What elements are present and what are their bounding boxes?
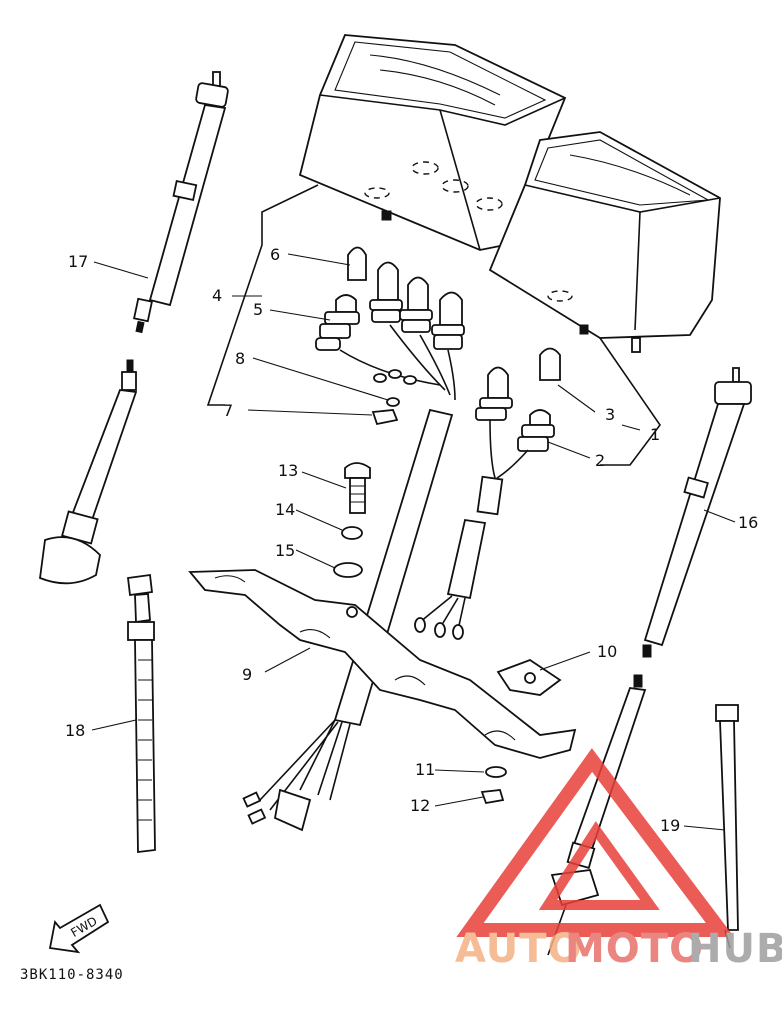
watermark-triangle bbox=[456, 748, 735, 937]
meter-cable-lower-left bbox=[39, 359, 138, 585]
callout-2: 2 bbox=[595, 451, 605, 470]
socket-4b bbox=[399, 276, 433, 333]
washer-8 bbox=[386, 397, 400, 407]
socket-2a bbox=[475, 366, 513, 421]
socket-4a bbox=[369, 261, 403, 323]
washer-15 bbox=[333, 562, 363, 578]
bulb-socket-group-right bbox=[414, 347, 561, 640]
socket-5 bbox=[315, 294, 360, 351]
assembly-brackets bbox=[206, 184, 661, 466]
callout-8: 8 bbox=[235, 349, 245, 368]
callout-4: 4 bbox=[212, 286, 222, 305]
tachometer-housing bbox=[488, 131, 721, 353]
callout-15: 15 bbox=[275, 541, 295, 560]
watermark-auto: AUTO bbox=[455, 926, 583, 972]
bulb-3 bbox=[539, 347, 561, 381]
bulb-6 bbox=[347, 246, 367, 281]
fwd-arrow: FWD bbox=[48, 903, 110, 954]
meter-bracket-9 bbox=[188, 569, 577, 759]
watermark-logo: AUTO MOTO HUB bbox=[455, 748, 782, 972]
callout-14: 14 bbox=[275, 500, 295, 519]
leader-lines bbox=[91, 253, 736, 831]
cable-tie-18 bbox=[127, 573, 156, 854]
callout-5: 5 bbox=[253, 300, 263, 319]
callout-12: 12 bbox=[410, 796, 430, 815]
callout-19: 19 bbox=[660, 816, 680, 835]
speedometer-cable-17 bbox=[133, 71, 229, 334]
callout-13: 13 bbox=[278, 461, 298, 480]
callout-6: 6 bbox=[270, 245, 280, 264]
damper-10 bbox=[496, 658, 562, 696]
callout-10: 10 bbox=[597, 642, 617, 661]
cable-tie-19 bbox=[715, 704, 739, 949]
bulb-socket-group-left bbox=[315, 246, 465, 426]
diagram-code: 3BK110-8340 bbox=[20, 967, 124, 983]
bolt-13 bbox=[344, 462, 371, 514]
callout-11: 11 bbox=[415, 760, 435, 779]
callout-16: 16 bbox=[738, 513, 758, 532]
callout-7: 7 bbox=[223, 401, 233, 420]
watermark-moto: MOTO bbox=[565, 926, 704, 972]
watermark-hub: HUB bbox=[688, 926, 782, 972]
callout-18: 18 bbox=[65, 721, 85, 740]
nut-7 bbox=[371, 409, 399, 426]
washer-14 bbox=[341, 526, 363, 540]
tachometer-cable-16 bbox=[642, 367, 752, 658]
callout-3: 3 bbox=[605, 405, 615, 424]
callout-numbers: 1 2 3 4 5 6 7 8 9 10 11 12 13 14 15 16 1… bbox=[65, 245, 758, 835]
nut-12 bbox=[480, 789, 505, 805]
callout-1: 1 bbox=[650, 425, 660, 444]
callout-9: 9 bbox=[242, 665, 252, 684]
socket-4c bbox=[431, 291, 465, 350]
socket-2b bbox=[517, 409, 555, 452]
callout-17: 17 bbox=[68, 252, 88, 271]
washer-11 bbox=[485, 766, 507, 778]
